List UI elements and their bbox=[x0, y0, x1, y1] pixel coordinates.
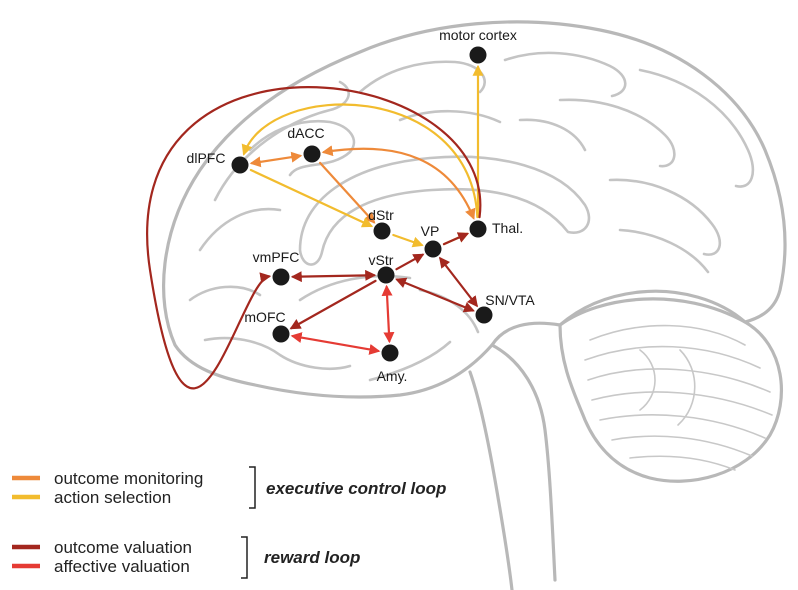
legend-bracket-executive bbox=[249, 466, 256, 509]
legend-label-outcome-valuation: outcome valuation bbox=[54, 538, 192, 557]
connection-dlPFC-dStr bbox=[249, 168, 374, 228]
connection-Thal-vmPFC bbox=[146, 86, 482, 390]
connection-vStr-Amy bbox=[381, 284, 395, 344]
gyrus-fold bbox=[398, 109, 502, 124]
connection-vStr-mOFC bbox=[289, 279, 377, 330]
cortex-outline bbox=[161, 20, 787, 399]
label-dlPFC: dlPFC bbox=[187, 150, 226, 166]
node-vmPFC: vmPFC bbox=[253, 249, 300, 286]
connection-vStr-SN_VTA bbox=[395, 277, 475, 313]
label-mOFC: mOFC bbox=[244, 309, 285, 325]
nodes-layer: motor cortex dACC dlPFC dStr VP Thal. vm… bbox=[187, 27, 536, 384]
legend-group-executive-control-loop: executive control loop bbox=[266, 479, 446, 498]
node-dACC: dACC bbox=[287, 125, 325, 163]
connection-dACC-Thal bbox=[321, 145, 476, 220]
node-vStr: vStr bbox=[369, 252, 395, 284]
gyrus-fold bbox=[518, 118, 587, 152]
node-motor-cortex: motor cortex bbox=[439, 27, 517, 64]
connection-dStr-VP bbox=[392, 233, 424, 248]
brain-illustration bbox=[161, 20, 787, 590]
gyrus-fold bbox=[503, 51, 627, 98]
label-vmPFC: vmPFC bbox=[253, 249, 300, 265]
gyrus-fold bbox=[248, 119, 356, 177]
gyrus-fold bbox=[638, 68, 755, 188]
legend-reward-group: outcome valuation affective valuation re… bbox=[12, 536, 360, 579]
corpus-callosum bbox=[298, 155, 591, 266]
connection-VP-Thal bbox=[442, 232, 470, 246]
node-Amy: Amy. bbox=[377, 344, 408, 384]
node-mOFC: mOFC bbox=[244, 309, 290, 343]
label-VP: VP bbox=[421, 223, 440, 239]
label-motor-cortex: motor cortex bbox=[439, 27, 517, 43]
legend: outcome monitoring action selection exec… bbox=[12, 466, 446, 579]
connection-dACC-dStr bbox=[318, 161, 376, 224]
connection-mOFC-Amy bbox=[290, 332, 381, 355]
gyrus-fold bbox=[358, 60, 486, 94]
label-Amy: Amy. bbox=[377, 368, 408, 384]
connection-Thal-dlPFC bbox=[241, 103, 479, 219]
connection-vmPFC-vStr bbox=[290, 269, 377, 283]
legend-label-affective-valuation: affective valuation bbox=[54, 557, 190, 576]
node-Thal: Thal. bbox=[469, 220, 523, 238]
label-SN-VTA: SN/VTA bbox=[485, 292, 535, 308]
label-vStr: vStr bbox=[369, 252, 394, 268]
brainstem-outline-front bbox=[468, 370, 514, 590]
gyrus-fold bbox=[618, 228, 710, 274]
gyrus-fold bbox=[203, 336, 352, 371]
label-dACC: dACC bbox=[287, 125, 324, 141]
connections-layer bbox=[146, 64, 484, 390]
gyrus-fold bbox=[198, 207, 282, 252]
node-VP: VP bbox=[421, 223, 442, 258]
legend-label-outcome-monitoring: outcome monitoring bbox=[54, 469, 203, 488]
legend-group-reward-loop: reward loop bbox=[264, 548, 360, 567]
node-dlPFC: dlPFC bbox=[187, 150, 249, 174]
gyrus-fold bbox=[608, 178, 722, 256]
label-Thal: Thal. bbox=[492, 220, 523, 236]
gyrus-fold bbox=[298, 274, 412, 302]
node-dStr: dStr bbox=[368, 207, 394, 240]
gyrus-fold bbox=[558, 98, 676, 168]
gyrus-fold bbox=[368, 340, 452, 382]
legend-executive-group: outcome monitoring action selection exec… bbox=[12, 466, 446, 509]
legend-label-action-selection: action selection bbox=[54, 488, 171, 507]
legend-bracket-reward bbox=[241, 536, 248, 579]
cerebellum-outline bbox=[558, 297, 783, 483]
node-SN-VTA: SN/VTA bbox=[475, 292, 535, 324]
connection-dlPFC-dACC bbox=[249, 151, 303, 168]
connection-vStr-VP bbox=[395, 253, 425, 271]
cerebellum-folia bbox=[584, 324, 773, 471]
brainstem-outline bbox=[490, 343, 557, 582]
gyrus-fold bbox=[188, 285, 262, 302]
label-dStr: dStr bbox=[368, 207, 394, 223]
